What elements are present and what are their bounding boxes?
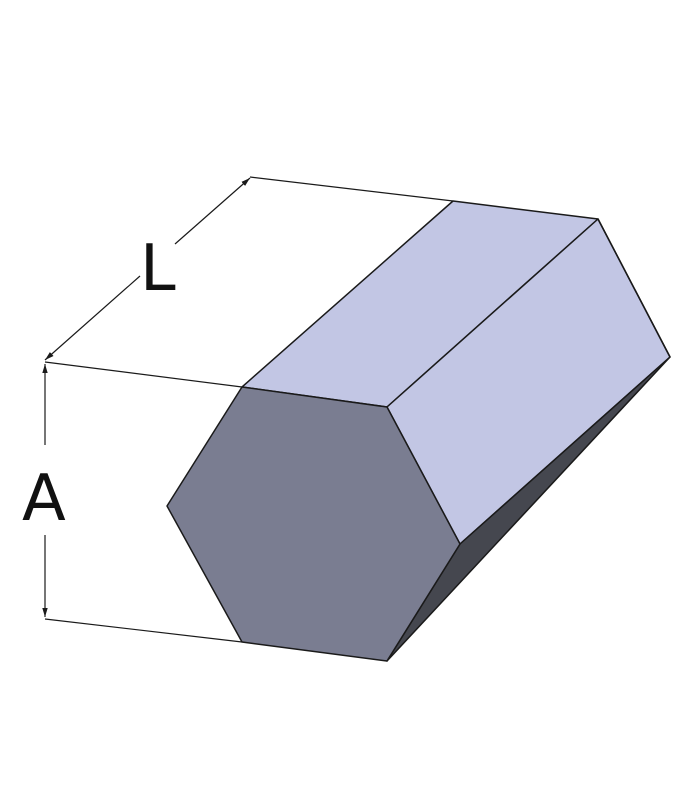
- extension-line-top-back: [249, 176, 454, 202]
- length-dimension-arrow-lower: [44, 275, 141, 361]
- extension-line-top-front: [44, 361, 243, 388]
- end-face: [166, 386, 461, 662]
- prism-edge: [597, 218, 671, 358]
- length-label: L: [140, 232, 176, 306]
- across-flats-label: A: [22, 462, 66, 536]
- extension-line-bottom: [44, 618, 243, 643]
- length-dimension-arrow-upper: [174, 177, 251, 245]
